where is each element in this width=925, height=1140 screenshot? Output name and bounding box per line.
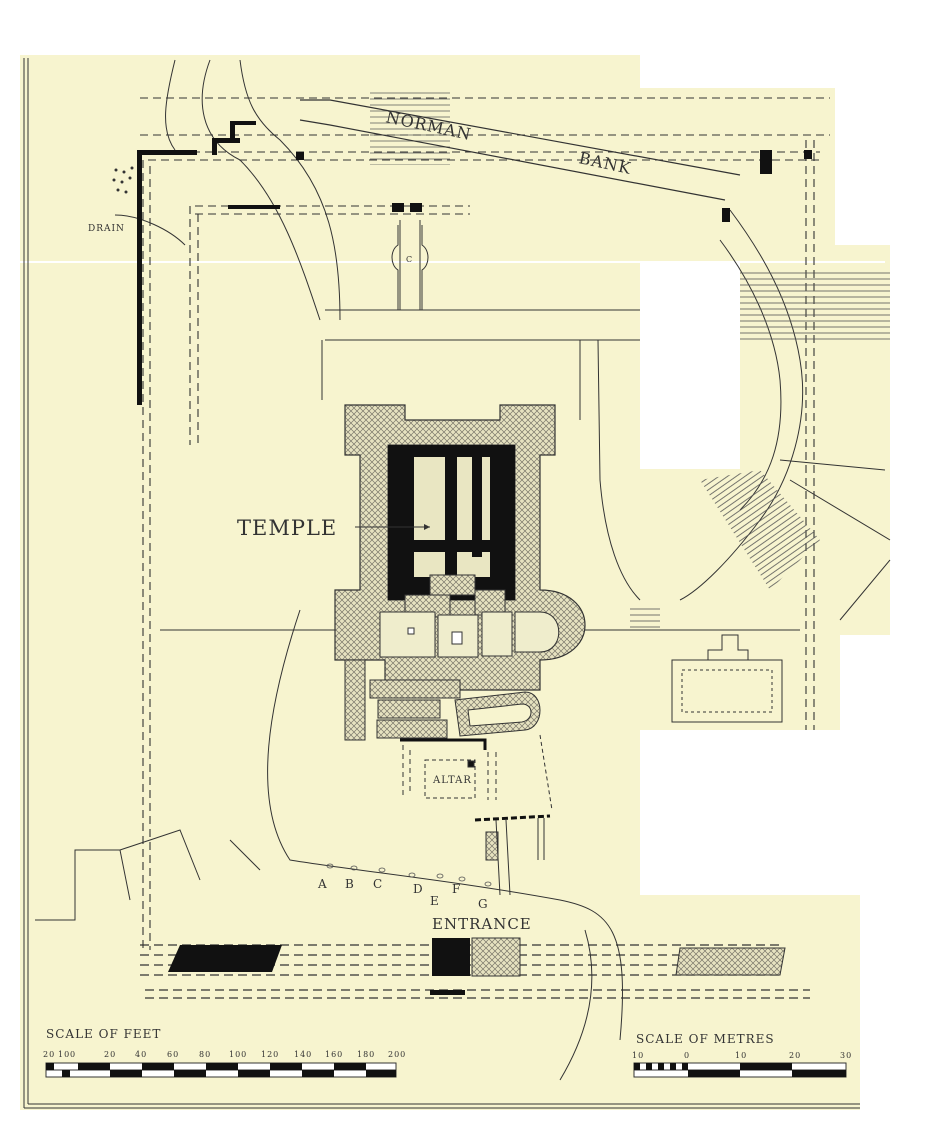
svg-text:100: 100 [229, 1050, 247, 1059]
svg-text:160: 160 [325, 1050, 343, 1059]
svg-text:B: B [345, 877, 355, 891]
svg-text:G: G [478, 897, 489, 911]
scale-feet-title: SCALE OF FEET [46, 1027, 161, 1041]
svg-text:20: 20 [789, 1051, 801, 1060]
scale-of-metres: SCALE OF METRES 10 0 10 20 30 [632, 1032, 852, 1078]
svg-text:A: A [317, 877, 328, 891]
svg-text:20: 20 [104, 1050, 116, 1059]
svg-text:60: 60 [167, 1050, 179, 1059]
scale-of-feet: SCALE OF FEET 20 10 0 20 40 60 80 100 12… [43, 1027, 406, 1078]
svg-text:F: F [452, 882, 461, 896]
temple-label: TEMPLE [237, 516, 337, 540]
roads [35, 59, 891, 1081]
entrance-label: ENTRANCE [432, 915, 532, 933]
temple-plan [334, 404, 586, 741]
svg-text:200: 200 [388, 1050, 406, 1059]
svg-text:C: C [373, 877, 383, 891]
svg-text:180: 180 [357, 1050, 375, 1059]
excavated-walls [137, 121, 812, 405]
svg-text:140: 140 [294, 1050, 312, 1059]
east-building [671, 634, 783, 723]
c-marker: C [391, 225, 429, 310]
drain-label: DRAIN [88, 224, 125, 234]
svg-text:0: 0 [684, 1051, 690, 1060]
letter-stations: A B C D E F G [317, 863, 492, 911]
altar-enclosure [400, 734, 553, 896]
svg-text:120: 120 [261, 1050, 279, 1059]
norman-bank [299, 99, 741, 201]
earthwork-hatching [370, 90, 890, 630]
scale-metres-title: SCALE OF METRES [636, 1032, 775, 1046]
svg-text:C: C [406, 255, 413, 264]
svg-text:E: E [430, 894, 440, 908]
svg-text:40: 40 [135, 1050, 147, 1059]
svg-text:30: 30 [840, 1051, 852, 1060]
svg-text:D: D [413, 882, 424, 896]
southern-boundary [140, 937, 810, 999]
svg-text:10: 10 [632, 1051, 644, 1060]
altar-label: ALTAR [432, 775, 472, 786]
svg-text:80: 80 [199, 1050, 211, 1059]
drain-dots [112, 166, 134, 194]
svg-text:10: 10 [58, 1050, 70, 1059]
svg-text:20: 20 [43, 1050, 55, 1059]
svg-text:0: 0 [70, 1050, 76, 1059]
svg-text:10: 10 [735, 1051, 747, 1060]
dashed-boundaries [140, 97, 830, 950]
map-frame [23, 58, 860, 1109]
